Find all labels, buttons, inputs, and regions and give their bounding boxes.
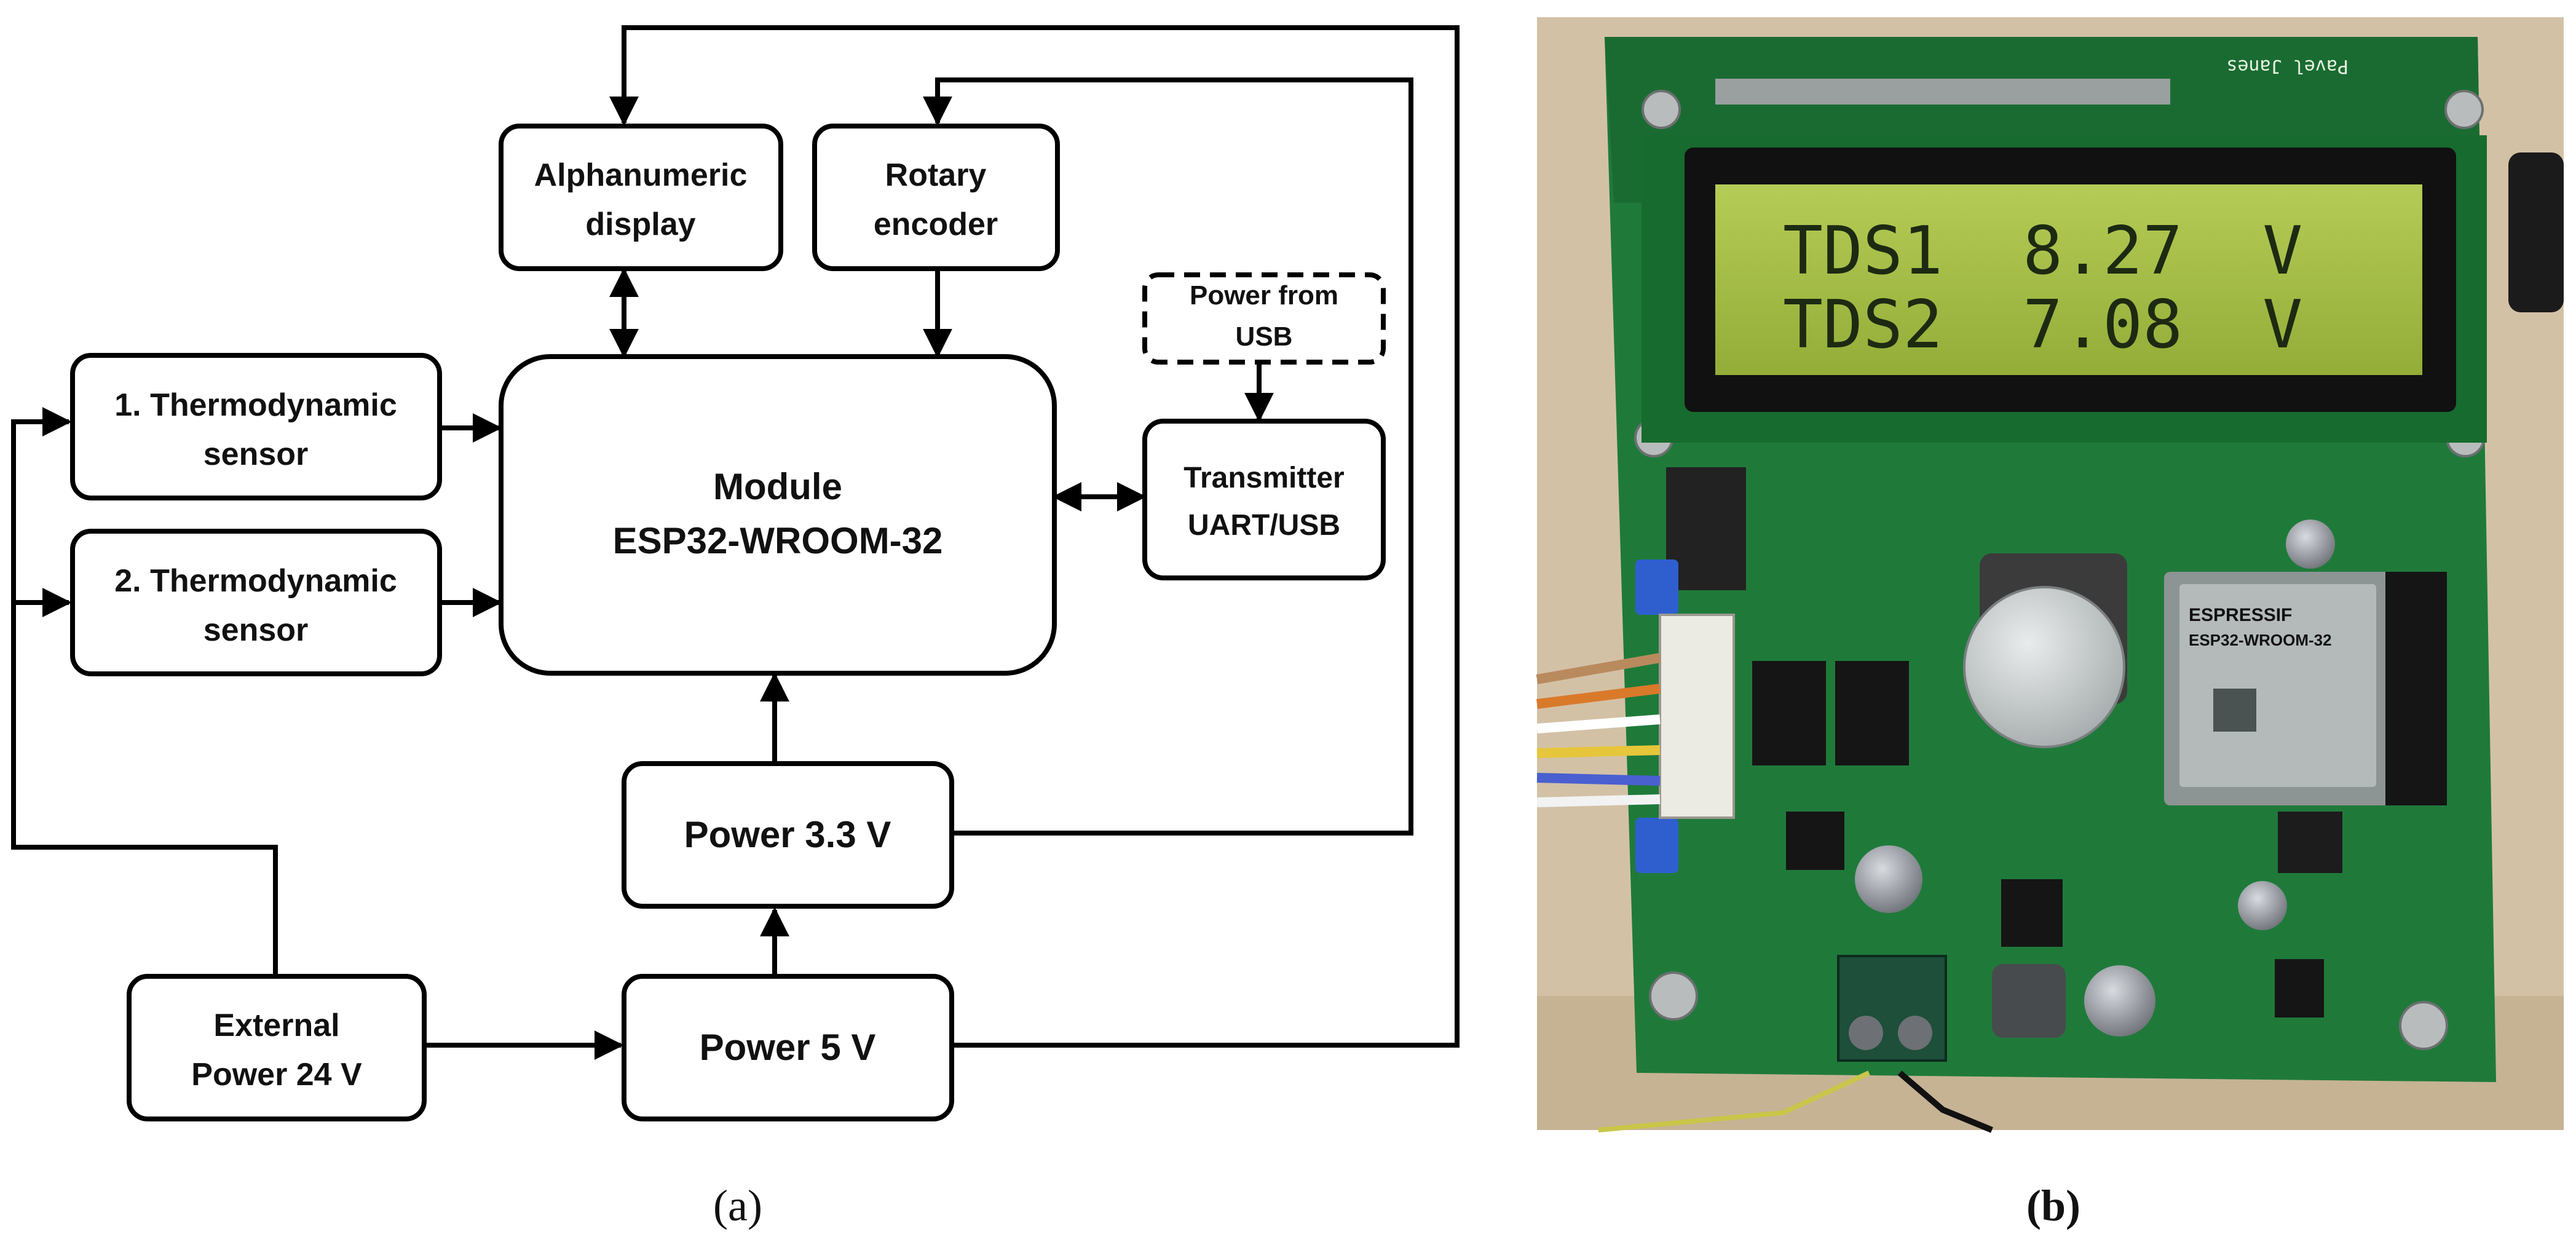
esp32-shield [2179, 584, 2376, 787]
colored-wires [1536, 653, 1661, 807]
ic-chip [1752, 661, 1826, 765]
sensor1-label-2: sensor [203, 437, 309, 472]
electrolytic-capacitor [2084, 965, 2155, 1037]
external-power-label-2: Power 24 V [191, 1057, 362, 1093]
device-photo: Pavel Janes TDS1 8.27 V TDS2 7.08 V [1536, 17, 2564, 1133]
usb-power-label-2: USB [1236, 322, 1293, 352]
trimmer-potentiometer [1635, 559, 1678, 615]
display-label-2: display [585, 207, 695, 242]
block-labels: Alphanumeric display Rotary encoder Powe… [114, 157, 1344, 1093]
power-wires [1598, 1070, 1870, 1132]
module-label-1: Module [713, 466, 842, 507]
screw-icon [2444, 90, 2484, 129]
module-label-2: ESP32-WROOM-32 [613, 520, 943, 561]
esp32-brand: ESPRESSIF [2189, 605, 2292, 625]
screw-icon [1649, 971, 1698, 1021]
encoder-label-2: encoder [874, 207, 998, 242]
power-wires [1897, 1070, 1993, 1133]
lcd-screen [1715, 184, 2422, 375]
connector-external-to-sensor1 [11, 407, 72, 605]
transmitter-block [1142, 419, 1386, 580]
connector-power33-to-encoder [923, 77, 1413, 836]
usb-cable [2508, 152, 2564, 312]
screw-icon [2399, 1001, 2448, 1050]
sensor2-label-2: sensor [203, 612, 309, 648]
sensor2-label-1: 2. Thermodynamic [114, 563, 397, 599]
qr-code [2213, 689, 2256, 732]
screw-icon [1642, 90, 1681, 129]
ic-chip [1835, 661, 1909, 765]
voltage-regulator [2275, 959, 2324, 1018]
trimmer-potentiometer [1635, 818, 1678, 873]
display-label-1: Alphanumeric [534, 157, 748, 193]
sensor2-block [70, 529, 442, 676]
external-power-label-1: External [213, 1008, 339, 1043]
power5-label: Power 5 V [700, 1027, 876, 1068]
pin-header [1715, 79, 2170, 105]
transmitter-label-2: UART/USB [1188, 509, 1340, 542]
transmitter-label-1: Transmitter [1183, 462, 1344, 494]
sensor1-block [70, 353, 442, 500]
electrolytic-capacitor [1855, 845, 1922, 913]
usb-power-label-1: Power from [1190, 280, 1338, 310]
connector-external-to-sensors [11, 588, 278, 974]
lcd-line-2: TDS2 7.08 V [1783, 287, 2302, 363]
esp32-model: ESP32-WROOM-32 [2189, 631, 2332, 649]
push-button [2278, 812, 2342, 873]
power33-block [622, 761, 954, 909]
rotary-knob [1963, 586, 2125, 748]
connector-power5-to-display [609, 25, 1460, 1048]
electrolytic-capacitor [2286, 520, 2335, 569]
caption-a: (a) [713, 1181, 762, 1230]
display-block [499, 124, 783, 271]
electrolytic-capacitor [2238, 881, 2287, 930]
terminal-screw-icon [1849, 1016, 1883, 1050]
module-block [499, 354, 1057, 676]
diagram-connectors [11, 25, 1460, 1060]
lcd-line-1: TDS1 8.27 V [1783, 213, 2302, 290]
silkscreen-author: Pavel Janes [2226, 55, 2349, 77]
inductor [1992, 964, 2066, 1038]
power33-label: Power 3.3 V [684, 814, 891, 855]
terminal-header [1666, 467, 1746, 590]
terminal-screw-icon [1898, 1016, 1932, 1050]
power5-block [622, 974, 954, 1121]
usb-power-block [1142, 272, 1386, 365]
sensor1-label-1: 1. Thermodynamic [114, 387, 397, 423]
ic-chip [1786, 812, 1844, 870]
encoder-label-1: Rotary [885, 157, 987, 193]
ic-chip [2001, 879, 2063, 947]
block-diagram [11, 25, 1460, 1121]
external-power-block [127, 974, 427, 1121]
caption-b: (b) [2026, 1181, 2080, 1230]
esp32-antenna [2385, 572, 2447, 805]
encoder-block [812, 124, 1060, 271]
wire-connector [1659, 614, 1735, 819]
